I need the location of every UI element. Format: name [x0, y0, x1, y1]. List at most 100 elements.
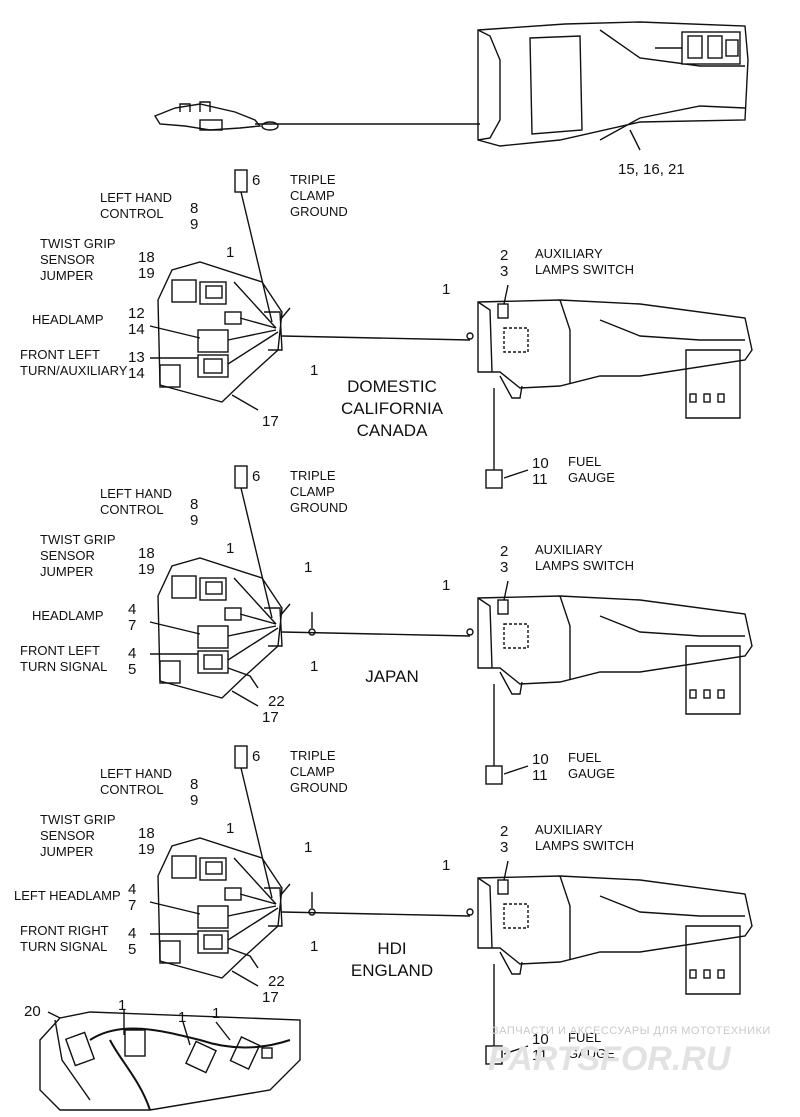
headlamp-callout: 7	[128, 897, 136, 914]
callout-1: 1	[442, 281, 450, 298]
aux-switch-label: AUXILIARY	[535, 246, 603, 261]
triple-clamp-label: GROUND	[290, 500, 348, 515]
bottom-callout-20: 20	[24, 1003, 41, 1020]
callout-1: 1	[304, 839, 312, 856]
left-hand-control-label: CONTROL	[100, 782, 164, 797]
callout-1: 1	[226, 540, 234, 557]
aux-switch-label: LAMPS SWITCH	[535, 262, 634, 277]
fuel-gauge-callout: 11	[532, 1047, 548, 1064]
section-drawing	[149, 745, 753, 1065]
triple-clamp-callout: 6	[252, 748, 260, 765]
headlamp-label: LEFT HEADLAMP	[14, 888, 121, 903]
turn-signal-callout: 5	[128, 661, 136, 678]
aux-switch-callout: 3	[500, 839, 508, 856]
turn-signal-label: FRONT RIGHT	[20, 923, 109, 938]
twist-grip-callout: 19	[138, 841, 155, 858]
watermark-logo: PARTSFOR.RU	[488, 1040, 732, 1078]
headlamp-callout: 7	[128, 617, 136, 634]
left-hand-control-label: LEFT HAND	[100, 190, 172, 205]
region-title: CALIFORNIA	[341, 399, 444, 418]
top-part-numbers: 15, 16, 21	[618, 161, 685, 178]
twist-grip-label: SENSOR	[40, 828, 95, 843]
aux-switch-label: LAMPS SWITCH	[535, 558, 634, 573]
twist-grip-label: SENSOR	[40, 252, 95, 267]
callout-17: 17	[262, 413, 279, 430]
fuel-gauge-label: FUEL	[568, 454, 601, 469]
left-hand-control-label: LEFT HAND	[100, 486, 172, 501]
turn-signal-callout: 5	[128, 941, 136, 958]
twist-grip-callout: 19	[138, 265, 155, 282]
left-hand-control-callout: 8	[190, 200, 198, 217]
region-title: ENGLAND	[351, 961, 433, 980]
triple-clamp-label: TRIPLE	[290, 468, 336, 483]
callout-1: 1	[304, 559, 312, 576]
aux-switch-callout: 3	[500, 263, 508, 280]
twist-grip-label: TWIST GRIP	[40, 812, 116, 827]
twist-grip-label: SENSOR	[40, 548, 95, 563]
twist-grip-label: TWIST GRIP	[40, 236, 116, 251]
left-hand-control-label: LEFT HAND	[100, 766, 172, 781]
fuel-gauge-label: FUEL	[568, 1030, 601, 1045]
triple-clamp-label: TRIPLE	[290, 172, 336, 187]
section-drawing	[149, 465, 753, 785]
triple-clamp-label: GROUND	[290, 780, 348, 795]
bottom-harness-detail	[39, 1010, 301, 1111]
region-title: JAPAN	[365, 667, 419, 686]
aux-switch-label: AUXILIARY	[535, 822, 603, 837]
aux-switch-callout: 2	[500, 247, 508, 264]
triple-clamp-label: CLAMP	[290, 764, 335, 779]
fuel-gauge-label: GAUGE	[568, 470, 615, 485]
triple-clamp-callout: 6	[252, 172, 260, 189]
left-hand-control-callout: 8	[190, 776, 198, 793]
callout-1: 1	[442, 857, 450, 874]
fuel-gauge-callout: 10	[532, 751, 549, 768]
aux-switch-callout: 2	[500, 543, 508, 560]
turn-signal-callout: 13	[128, 349, 145, 366]
twist-grip-label: JUMPER	[40, 844, 93, 859]
fuel-gauge-label: GAUGE	[568, 766, 615, 781]
turn-signal-label: FRONT LEFT	[20, 347, 100, 362]
twist-grip-callout: 18	[138, 825, 155, 842]
aux-switch-label: LAMPS SWITCH	[535, 838, 634, 853]
twist-grip-label: JUMPER	[40, 564, 93, 579]
twist-grip-callout: 18	[138, 249, 155, 266]
callout-1: 1	[226, 820, 234, 837]
region-title: CANADA	[357, 421, 429, 440]
headlamp-label: HEADLAMP	[32, 608, 104, 623]
left-hand-control-label: CONTROL	[100, 502, 164, 517]
bottom-callout-1c: 1	[212, 1005, 220, 1022]
headlamp-callout: 14	[128, 321, 145, 338]
turn-signal-callout: 14	[128, 365, 145, 382]
headlamp-callout: 4	[128, 601, 136, 618]
triple-clamp-label: CLAMP	[290, 484, 335, 499]
callout-1: 1	[310, 362, 318, 379]
bottom-callout-1b: 1	[178, 1009, 186, 1026]
callout-1: 1	[226, 244, 234, 261]
headlamp-callout: 12	[128, 305, 145, 322]
twist-grip-label: JUMPER	[40, 268, 93, 283]
region-title: HDI	[377, 939, 406, 958]
fuel-gauge-callout: 11	[532, 767, 548, 784]
triple-clamp-label: GROUND	[290, 204, 348, 219]
headlamp-label: HEADLAMP	[32, 312, 104, 327]
fuel-gauge-label: FUEL	[568, 750, 601, 765]
callout-1: 1	[442, 577, 450, 594]
triple-clamp-callout: 6	[252, 468, 260, 485]
twist-grip-label: TWIST GRIP	[40, 532, 116, 547]
turn-signal-label: TURN SIGNAL	[20, 659, 107, 674]
callout-17: 17	[262, 989, 279, 1006]
callout-1: 1	[310, 658, 318, 675]
section-drawing	[149, 169, 753, 489]
callout-1: 1	[310, 938, 318, 955]
callout-22: 22	[268, 693, 285, 710]
turn-signal-callout: 4	[128, 645, 136, 662]
watermark-text: ЗАПЧАСТИ И АКСЕССУАРЫ ДЛЯ МОТОТЕХНИКИ	[492, 1025, 771, 1037]
bottom-callout-1a: 1	[118, 997, 126, 1014]
aux-switch-label: AUXILIARY	[535, 542, 603, 557]
left-hand-control-callout: 9	[190, 792, 198, 809]
turn-signal-label: TURN/AUXILIARY	[20, 363, 128, 378]
